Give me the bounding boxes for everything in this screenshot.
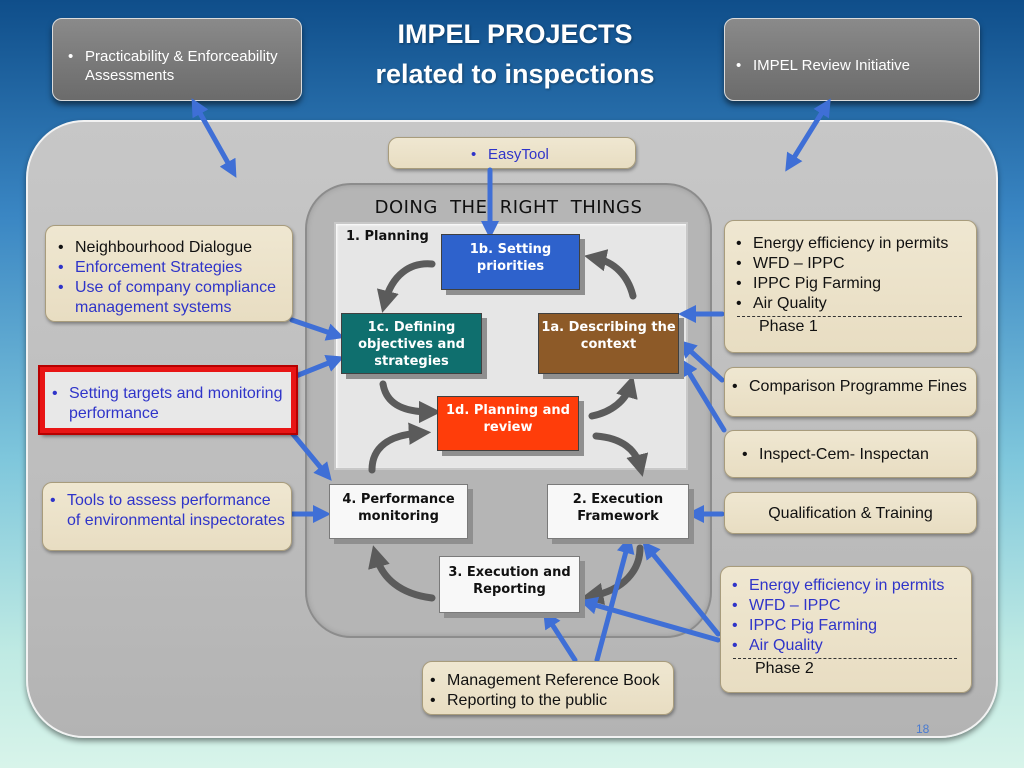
link-arrow-inspect xyxy=(680,358,727,433)
phase1-item-wfd: WFD – IPPC xyxy=(736,254,970,274)
box-3-label: 3. Execution and Reporting xyxy=(448,565,571,597)
box-1c-label: 1c. Defining objectives and strategies xyxy=(358,320,465,369)
box-2-execution-framework: 2. Execution Framework xyxy=(547,484,689,539)
comparison-programme-box: Comparison Programme Fines xyxy=(724,367,977,417)
phase1-label: Phase 1 xyxy=(759,318,818,335)
practicability-box: Practicability & Enforceability Assessme… xyxy=(52,18,302,101)
link-arrow-mrb-report xyxy=(543,610,578,663)
reporting-public-item: Reporting to the public xyxy=(430,691,671,711)
management-reference-box: Management Reference Book Reporting to t… xyxy=(422,661,674,715)
cycle-arrow-1c-1d xyxy=(379,380,442,424)
neighbourhood-dialogue-item: Neighbourhood Dialogue xyxy=(58,238,286,258)
box-1a-describing-context: 1a. Describing the context xyxy=(538,313,679,374)
box-1b-setting-priorities: 1b. Setting priorities xyxy=(441,234,580,290)
review-initiative-item: IMPEL Review Initiative xyxy=(736,56,971,75)
phase2-item-air: Air Quality xyxy=(732,636,965,656)
box-1a-label: 1a. Describing the context xyxy=(541,320,676,352)
cycle-arrow-1d-exec xyxy=(592,432,649,477)
box-4-label: 4. Performance monitoring xyxy=(342,492,455,524)
qualification-training-label: Qualification & Training xyxy=(768,505,933,522)
box-3-execution-reporting: 3. Execution and Reporting xyxy=(439,556,580,613)
phase2-label: Phase 2 xyxy=(755,660,814,677)
comparison-programme-item: Comparison Programme Fines xyxy=(732,377,972,397)
link-arrow-phase2-exec xyxy=(642,541,721,637)
link-arrow-comparison xyxy=(678,339,725,383)
box-1d-planning-review: 1d. Planning and review xyxy=(437,396,579,451)
phase1-item-energy: Energy efficiency in permits xyxy=(736,234,970,254)
cycle-arrow-report-perf xyxy=(368,545,436,602)
link-arrow-neighbourhood xyxy=(289,317,345,341)
phase1-box: Energy efficiency in permits WFD – IPPC … xyxy=(724,220,977,353)
phase2-box: Energy efficiency in permits WFD – IPPC … xyxy=(720,566,972,693)
management-reference-item: Management Reference Book xyxy=(430,671,671,691)
practicability-item: Practicability & Enforceability Assessme… xyxy=(68,47,293,85)
box-2-label: 2. Execution Framework xyxy=(572,492,664,524)
cycle-arrow-exec-report xyxy=(580,544,644,605)
enforcement-strategies-item: Enforcement Strategies xyxy=(58,258,286,278)
setting-targets-item: Setting targets and monitoring performan… xyxy=(52,384,287,424)
link-arrow-targets-1c xyxy=(293,354,345,379)
tools-assess-box: Tools to assess performance of environme… xyxy=(42,482,292,551)
inspect-cem-box: Inspect-Cem- Inspectan xyxy=(724,430,977,478)
setting-targets-box: Setting targets and monitoring performan… xyxy=(40,367,296,433)
box-1b-label: 1b. Setting priorities xyxy=(469,242,552,274)
doing-right-things-label: DOING THE RIGHT THINGS xyxy=(374,197,643,218)
box-4-performance-monitoring: 4. Performance monitoring xyxy=(329,484,468,539)
compliance-management-item: Use of company compliance management sys… xyxy=(58,278,286,318)
link-arrow-review xyxy=(785,98,831,172)
cycle-arrow-1b-1c xyxy=(376,260,436,313)
planning-label: 1. Planning xyxy=(346,229,429,244)
phase2-item-pig: IPPC Pig Farming xyxy=(732,616,965,636)
phase1-divider xyxy=(737,316,962,317)
cycle-arrow-1d-1a xyxy=(588,375,638,420)
neighbourhood-box: Neighbourhood Dialogue Enforcement Strat… xyxy=(45,225,293,322)
cycle-arrow-1a-1b xyxy=(584,249,637,300)
inspect-cem-item: Inspect-Cem- Inspectan xyxy=(742,445,972,465)
title-line-1: IMPEL PROJECTS xyxy=(397,19,633,49)
box-1d-label: 1d. Planning and review xyxy=(446,403,570,435)
easytool-box: EasyTool xyxy=(388,137,636,169)
qualification-training-box: Qualification & Training xyxy=(724,492,977,534)
phase1-item-pig: IPPC Pig Farming xyxy=(736,274,970,294)
link-arrow-practicability xyxy=(191,98,237,178)
page-title: IMPEL PROJECTS related to inspections xyxy=(300,14,730,94)
box-1c-defining-objectives: 1c. Defining objectives and strategies xyxy=(341,313,482,374)
phase2-divider xyxy=(733,658,957,659)
easytool-item: EasyTool xyxy=(471,145,635,165)
title-line-2: related to inspections xyxy=(375,59,655,89)
tools-assess-item: Tools to assess performance of environme… xyxy=(50,491,287,531)
phase1-item-air: Air Quality xyxy=(736,294,970,314)
link-arrow-targets-perf xyxy=(289,430,332,481)
phase2-item-energy: Energy efficiency in permits xyxy=(732,576,965,596)
cycle-arrow-perf-1d xyxy=(368,422,432,474)
page-number: 18 xyxy=(916,722,930,736)
review-initiative-box: IMPEL Review Initiative xyxy=(724,18,980,101)
link-arrow-mrb-exec xyxy=(594,535,635,663)
phase2-item-wfd: WFD – IPPC xyxy=(732,596,965,616)
